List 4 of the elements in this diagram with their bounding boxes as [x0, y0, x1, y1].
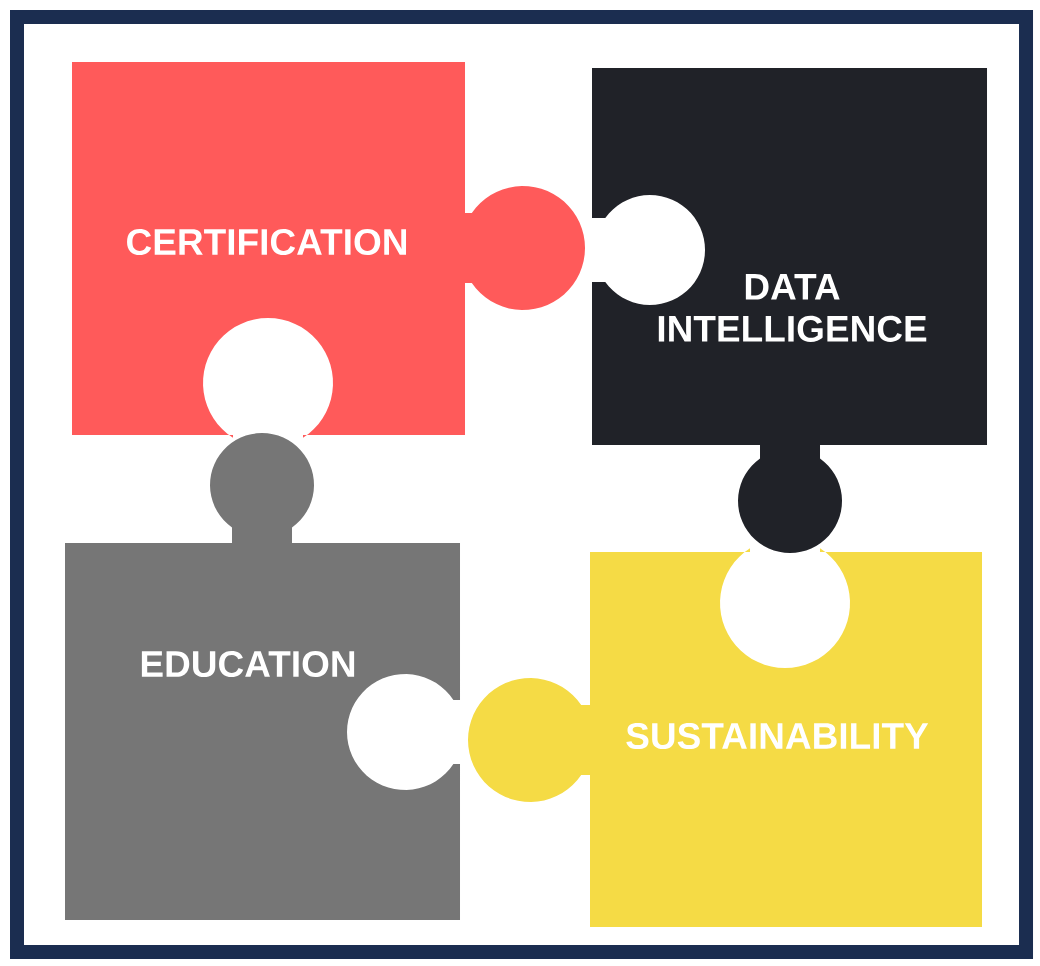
puzzle-piece: EDUCATION [65, 433, 460, 920]
puzzle-piece: SUSTAINABILITY [468, 548, 982, 927]
puzzle-piece: DATA INTELLIGENCE [592, 68, 987, 553]
puzzle-piece: CERTIFICATION [72, 62, 585, 438]
